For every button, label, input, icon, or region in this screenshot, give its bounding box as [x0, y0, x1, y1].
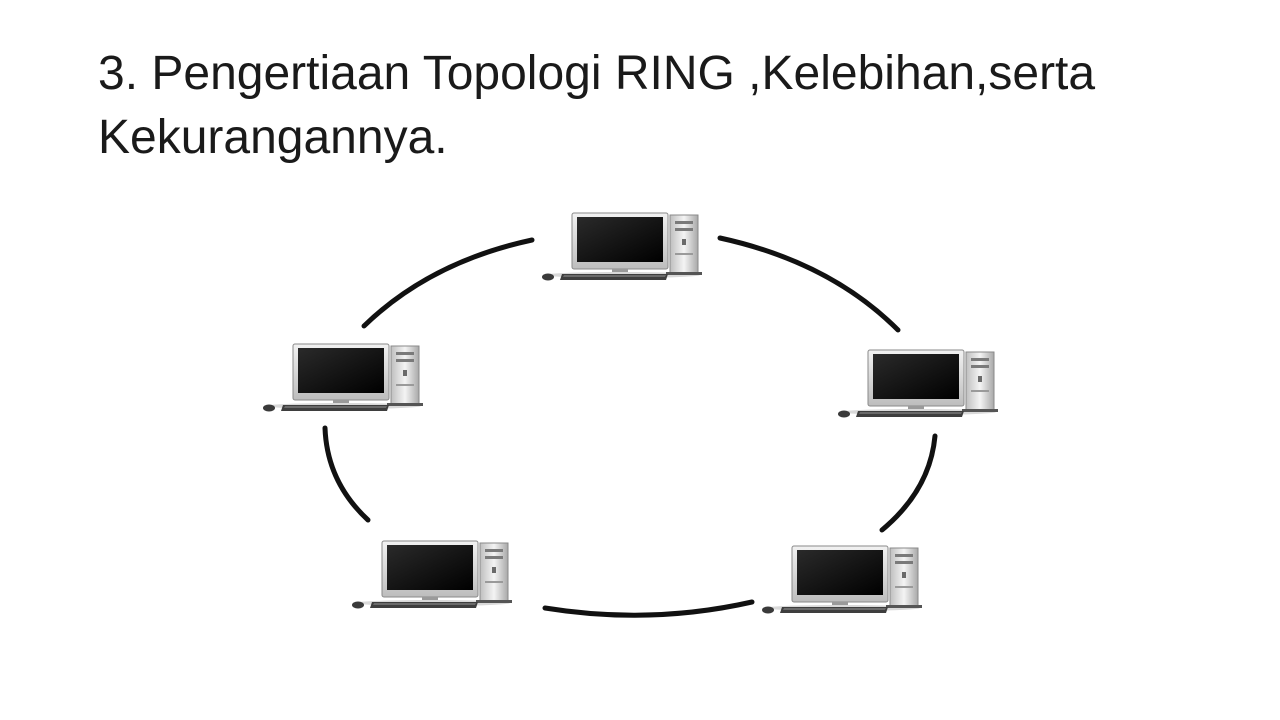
- computer-node-bottom-right: [761, 545, 923, 614]
- computer-node-right: [837, 349, 999, 418]
- title-line-2: Kekurangannya.: [98, 111, 448, 164]
- computer-node-bottom-left: [351, 540, 513, 609]
- desktop-computer-icon: [761, 545, 923, 614]
- ring-link-top-left: [361, 237, 535, 329]
- ring-link-top-right: [717, 235, 901, 333]
- desktop-computer-icon: [262, 343, 424, 412]
- ring-link-left: [322, 425, 371, 523]
- desktop-computer-icon: [837, 349, 999, 418]
- computer-node-left: [262, 343, 424, 412]
- desktop-computer-icon: [541, 212, 703, 281]
- ring-link-right: [879, 433, 938, 533]
- ring-link-bottom: [542, 599, 755, 618]
- desktop-computer-icon: [351, 540, 513, 609]
- slide-title: 3. Pengertiaan Topologi RING ,Kelebihan,…: [98, 42, 1218, 170]
- ring-links: [322, 235, 938, 618]
- title-line-1: 3. Pengertiaan Topologi RING ,Kelebihan,…: [98, 47, 1096, 100]
- computer-node-top: [541, 212, 703, 281]
